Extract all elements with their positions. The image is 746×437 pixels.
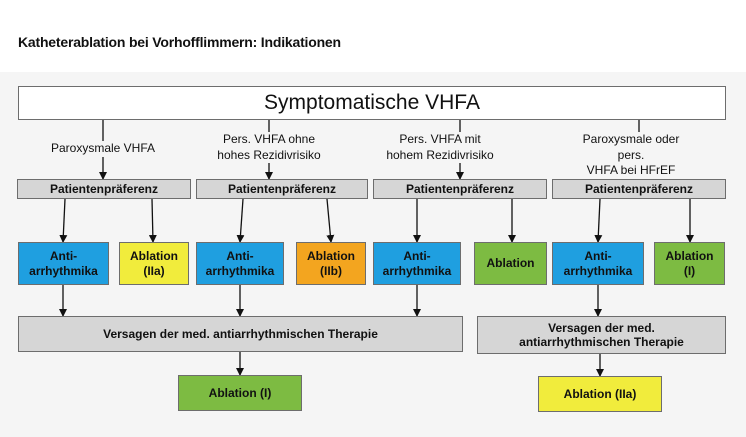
branch-label-2: Pers. VHFA ohne hohes Rezidivrisiko xyxy=(214,132,324,164)
branch-label-3: Pers. VHFA mit hohem Rezidivrisiko xyxy=(383,132,497,164)
antiarrhythmika-box-4: Anti- arrhythmika xyxy=(552,242,644,285)
preference-box-4: Patientenpräferenz xyxy=(552,179,726,199)
preference-box-3: Patientenpräferenz xyxy=(373,179,547,199)
ablation-box-1: Ablation (IIa) xyxy=(119,242,189,285)
figure-title: Katheterablation bei Vorhofflimmern: Ind… xyxy=(18,34,341,50)
antiarrhythmika-box-3: Anti- arrhythmika xyxy=(373,242,461,285)
outcome-ablation-left: Ablation (I) xyxy=(178,375,302,411)
failure-box-right: Versagen der med. antiarrhythmischen The… xyxy=(477,316,726,354)
branch-label-1: Paroxysmale VHFA xyxy=(47,141,159,157)
antiarrhythmika-box-2: Anti- arrhythmika xyxy=(196,242,284,285)
ablation-box-3: Ablation xyxy=(474,242,547,285)
antiarrhythmika-box-1: Anti- arrhythmika xyxy=(18,242,109,285)
outcome-ablation-right: Ablation (IIa) xyxy=(538,376,662,412)
root-box: Symptomatische VHFA xyxy=(18,86,726,120)
preference-box-2: Patientenpräferenz xyxy=(196,179,368,199)
preference-box-1: Patientenpräferenz xyxy=(17,179,191,199)
failure-box-left: Versagen der med. antiarrhythmischen The… xyxy=(18,316,463,352)
ablation-box-2: Ablation (IIb) xyxy=(296,242,366,285)
ablation-box-4: Ablation (I) xyxy=(654,242,725,285)
branch-label-4: Paroxysmale oder pers. VHFA bei HFrEF xyxy=(573,132,689,179)
